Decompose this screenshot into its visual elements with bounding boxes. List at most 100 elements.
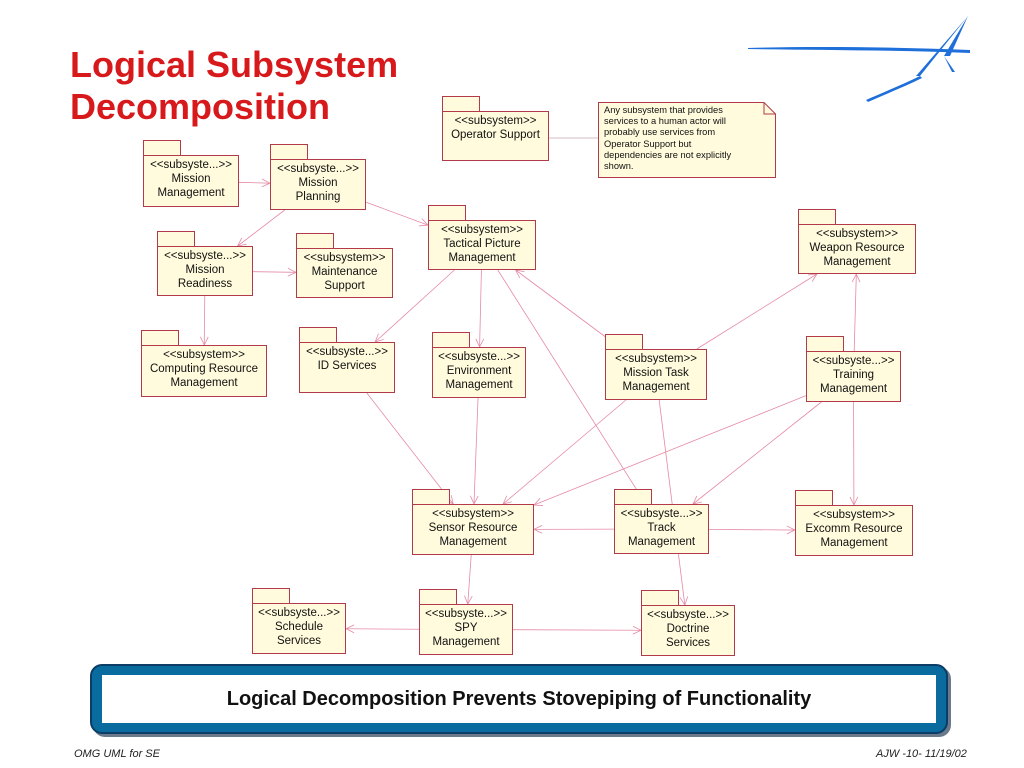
package-stereotype: <<subsyste...>> [277,163,359,175]
package-label-line-1: Schedule [275,621,323,633]
slide-title-line-2: Decomposition [70,86,331,127]
package-environment-management[interactable]: <<subsyste...>> Environment Management [432,332,526,398]
note-line-5: dependencies are not explicitly [604,149,732,160]
package-tab [605,334,643,350]
package-tab [157,231,195,247]
package-body: <<subsyste...>> Mission Planning [270,159,366,210]
package-tab [419,589,457,605]
package-tab [270,144,308,160]
package-sensor-resource-management[interactable]: <<subsystem>> Sensor Resource Management [412,489,534,555]
package-schedule-services[interactable]: <<subsyste...>> Schedule Services [252,588,346,654]
package-label-line-2: Management [439,536,507,548]
package-stereotype: <<subsystem>> [813,509,895,521]
package-body: <<subsystem>> Tactical Picture Managemen… [428,220,536,270]
package-tab [432,332,470,348]
package-label-line-2: Management [157,187,225,199]
package-body: <<subsyste...>> Track Management [614,504,709,554]
note-line-1: Any subsystem that provides [604,105,723,115]
package-excomm-resource-management[interactable]: <<subsystem>> Excomm Resource Management [795,490,913,556]
package-id-services[interactable]: <<subsyste...>> ID Services [299,327,395,393]
package-label-line-1: Environment [446,365,512,377]
package-stereotype: <<subsyste...>> [425,608,507,620]
package-tactical-picture-management[interactable]: <<subsystem>> Tactical Picture Managemen… [428,205,536,270]
dependency-tactical-picture-management-to-track-management [497,269,647,505]
dependency-mission-task-management-to-tactical-picture-management [515,269,622,350]
package-mission-readiness[interactable]: <<subsyste...>> Mission Readiness [157,231,253,296]
package-body: <<subsystem>> Mission Task Management [605,349,707,400]
package-label-line-2: Readiness [177,278,233,290]
package-spy-management[interactable]: <<subsyste...>> SPY Management [419,589,513,655]
package-tab [143,140,181,156]
dependency-mission-task-management-to-doctrine-services [658,399,686,606]
conclusion-banner-text: Logical Decomposition Prevents Stovepipi… [102,675,936,723]
package-operator-support[interactable]: <<subsystem>> Operator Support [442,96,549,161]
package-stereotype: <<subsyste...>> [620,508,703,520]
package-label-line-2: Management [445,379,513,391]
dependency-tactical-picture-management-to-environment-management [479,269,482,348]
dependency-id-services-to-sensor-resource-management [366,392,454,505]
dependency-mission-management-to-mission-planning [238,181,271,184]
package-doctrine-services[interactable]: <<subsyste...>> Doctrine Services [641,590,735,656]
package-body: <<subsyste...>> Mission Readiness [157,246,253,296]
package-label-line-1: Sensor Resource [428,522,518,534]
package-label-line-2: Management [448,252,516,264]
arrowhead-mission-task-management-to-tactical-picture-management [514,269,525,279]
package-label-line-1: Mission [298,177,338,189]
dependency-tactical-picture-management-to-id-services [374,269,455,343]
conclusion-banner: Logical Decomposition Prevents Stovepipi… [90,664,948,734]
package-tab [798,209,836,225]
package-mission-planning[interactable]: <<subsyste...>> Mission Planning [270,144,366,210]
package-tab [442,96,480,112]
package-stereotype: <<subsyste...>> [258,607,340,619]
package-label-line-1: Operator Support [451,129,540,141]
package-label-line-2: Management [820,537,888,549]
package-label-line-1: Excomm Resource [805,523,903,535]
dependency-environment-management-to-sensor-resource-management [473,397,479,505]
package-track-management[interactable]: <<subsyste...>> Track Management [614,489,709,554]
package-stereotype: <<subsyste...>> [438,351,520,363]
package-label-line-1: Mission [171,173,211,185]
package-body: <<subsystem>> Sensor Resource Management [412,504,534,555]
arrowhead-training-management-to-sensor-resource-management [533,498,544,506]
package-stereotype: <<subsyste...>> [306,346,388,358]
package-tab [252,588,290,604]
package-tab [428,205,466,221]
package-body: <<subsyste...>> Environment Management [432,347,526,398]
note-operator-support[interactable]: Any subsystem that provides services to … [598,102,776,178]
package-label-line-1: Training [832,369,875,381]
package-weapon-resource-management[interactable]: <<subsystem>> Weapon Resource Management [798,209,916,274]
arrowhead-training-management-to-weapon-resource-management [851,273,861,283]
package-mission-management[interactable]: <<subsyste...>> Mission Management [143,140,239,207]
package-body: <<subsyste...>> Schedule Services [252,603,346,654]
package-label-line-1: Tactical Picture [443,238,521,250]
package-body: <<subsystem>> Operator Support [442,111,549,161]
package-computing-resource-management[interactable]: <<subsystem>> Computing Resource Managem… [141,330,267,397]
package-stereotype: <<subsystem>> [816,228,898,240]
note-line-4: Operator Support but [604,138,692,149]
note-shape [598,102,776,178]
package-label-line-2: Services [665,637,711,649]
package-stereotype: <<subsystem>> [441,224,523,236]
package-label-line-2: Management [170,377,238,389]
package-tab [141,330,179,346]
package-label-line-2: Management [622,381,690,393]
package-body: <<subsystem>> Computing Resource Managem… [141,345,267,397]
package-mission-task-management[interactable]: <<subsystem>> Mission Task Management [605,334,707,400]
package-body: <<subsystem>> Excomm Resource Management [795,505,913,556]
package-stereotype: <<subsyste...>> [647,609,729,621]
dependency-training-management-to-weapon-resource-management [853,273,857,352]
package-label-line-2: Management [823,256,891,268]
note-line-6: shown. [604,161,634,172]
slide-title-line-1: Logical Subsystem [70,44,399,85]
package-label-line-2: Support [324,280,365,292]
package-maintenance-support[interactable]: <<subsystem>> Maintenance Support [296,233,393,298]
package-body: <<subsyste...>> Mission Management [143,155,239,207]
package-stereotype: <<subsyste...>> [150,159,232,171]
package-stereotype: <<subsystem>> [615,353,697,365]
package-label-line-2: Management [432,636,500,648]
package-label-line-1: SPY [454,622,478,634]
dependency-training-management-to-track-management [692,401,822,505]
dependency-mission-task-management-to-sensor-resource-management [502,399,627,505]
package-training-management[interactable]: <<subsyste...>> Training Management [806,336,901,402]
